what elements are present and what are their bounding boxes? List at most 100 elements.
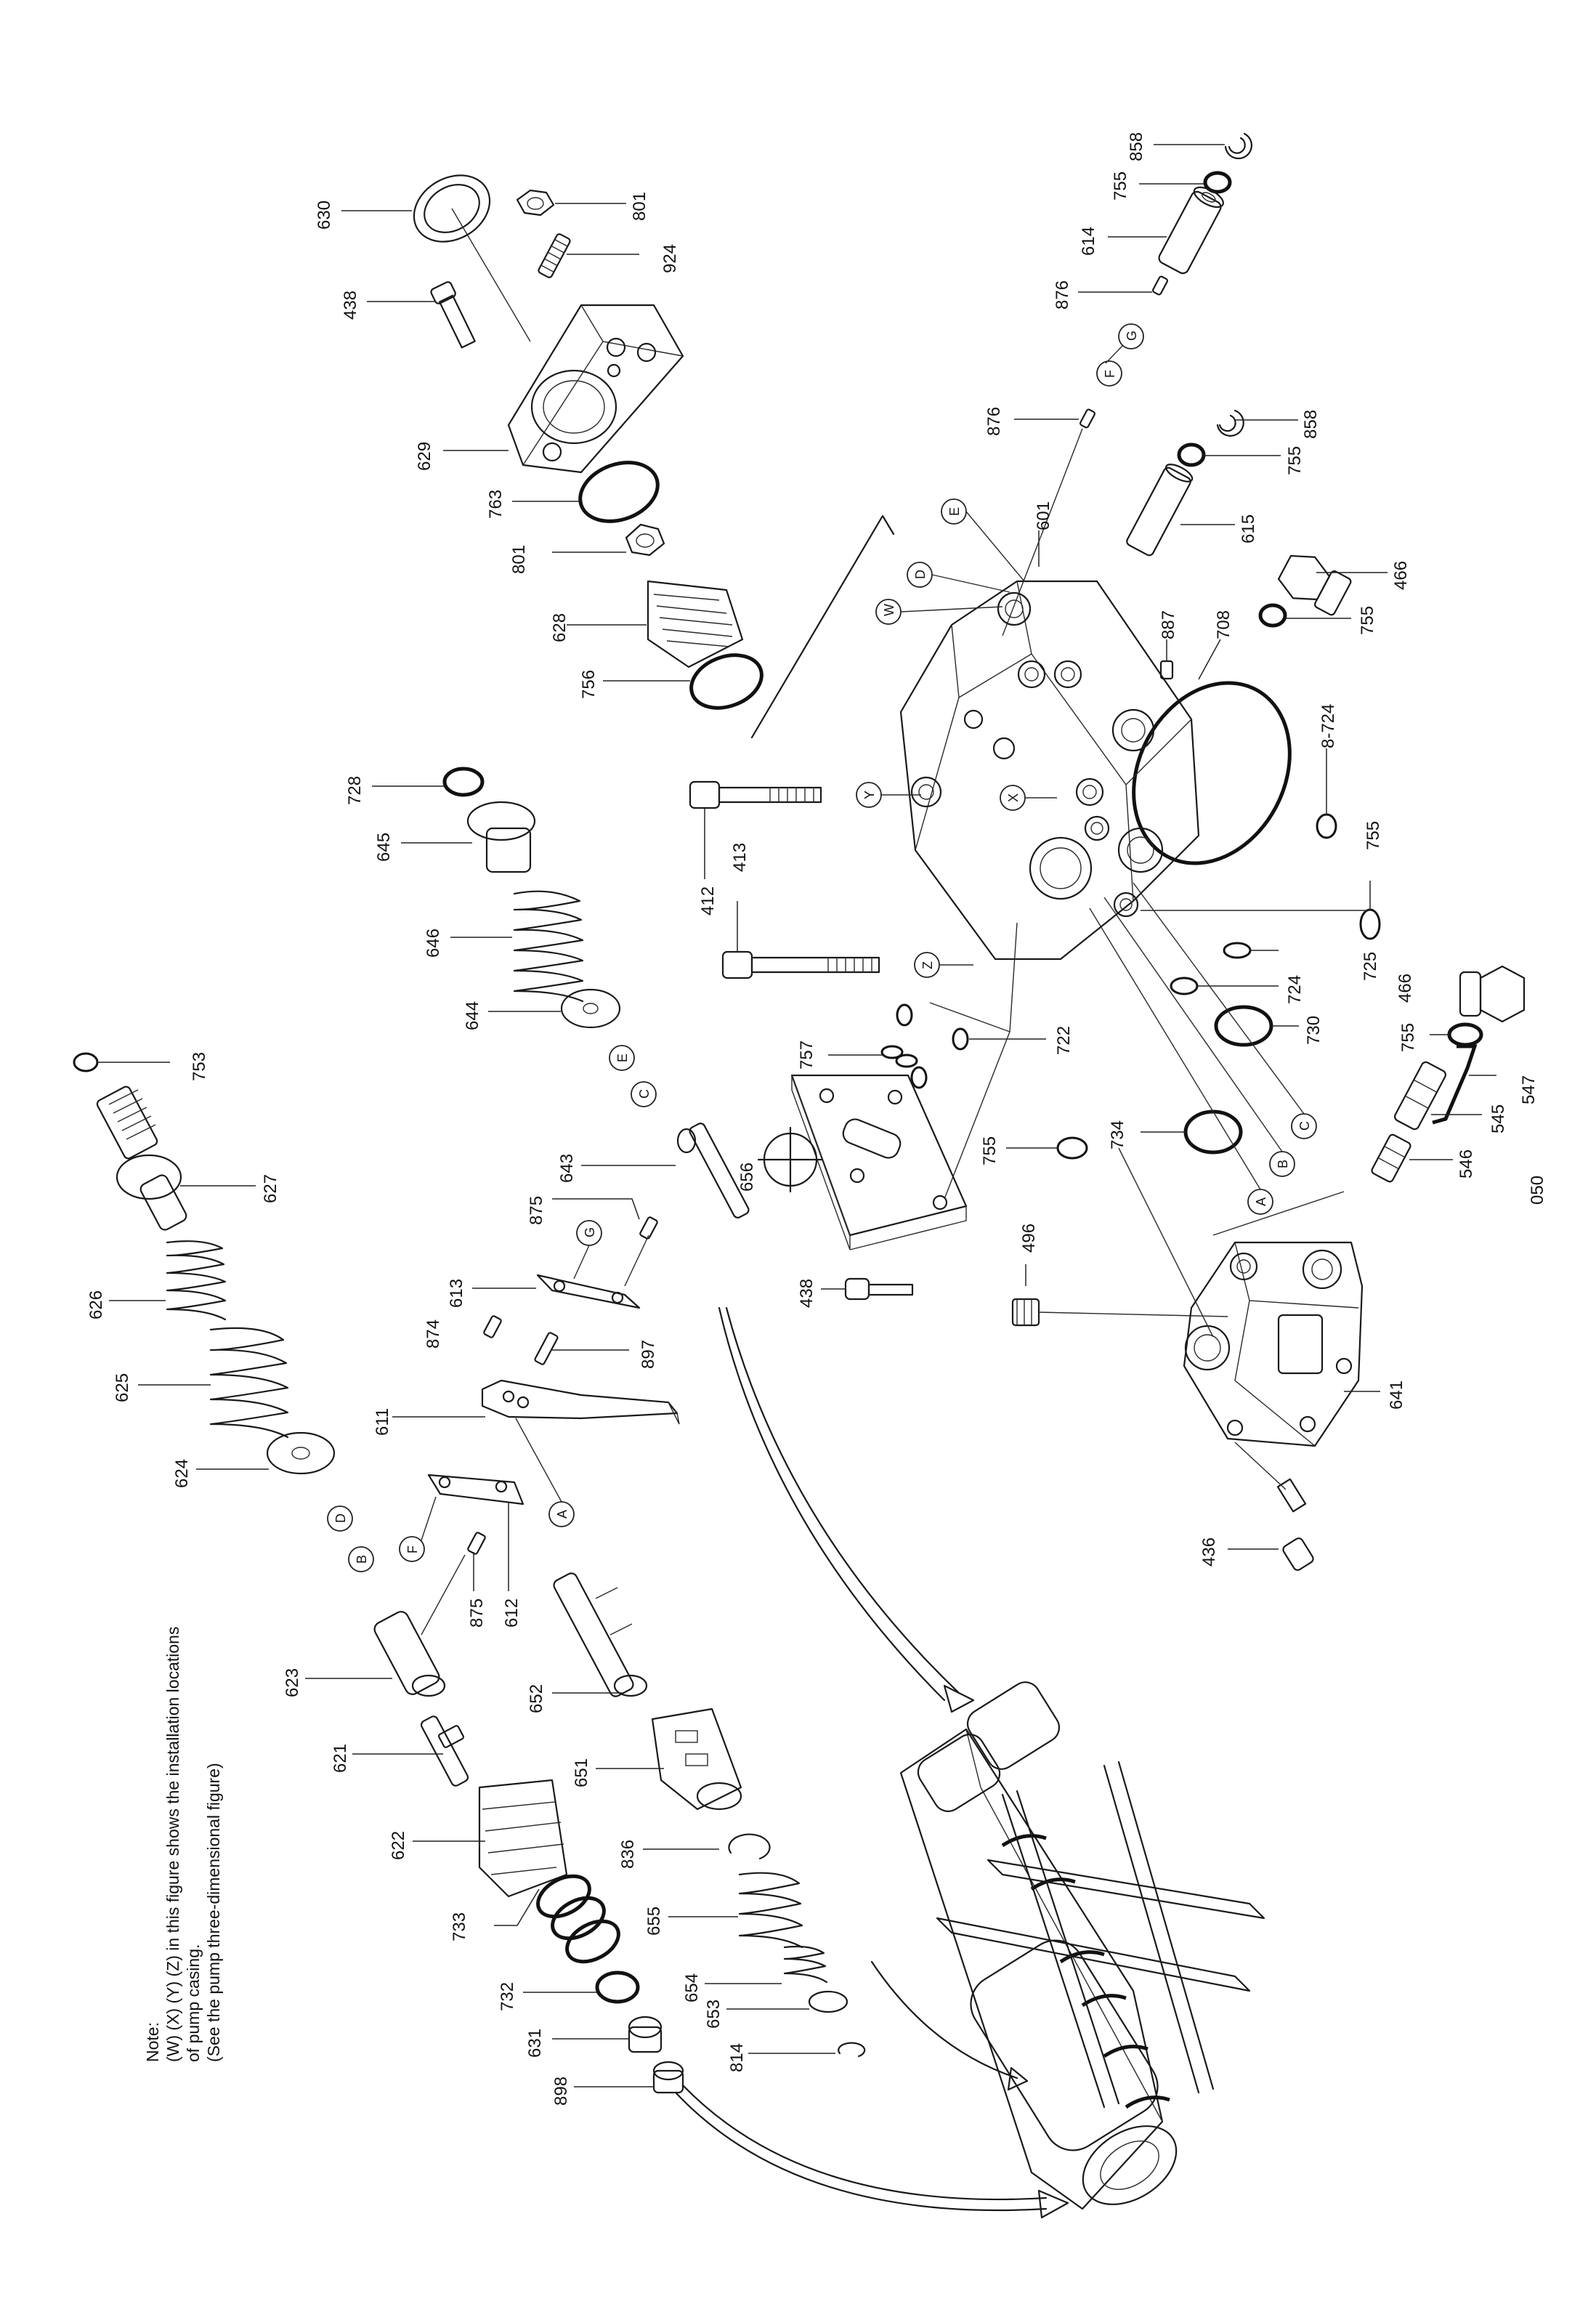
callout-546: 546 [1457, 1149, 1476, 1179]
callout-645: 645 [374, 833, 394, 862]
callout-858-top: 858 [1127, 132, 1146, 161]
note-line-1: (W) (X) (Y) (Z) in this figure shows the… [163, 1627, 182, 2062]
callout-897: 897 [639, 1340, 658, 1369]
plug-645 [466, 801, 536, 873]
bubble-x-label: X [1006, 793, 1021, 802]
leader-875-upper [552, 1198, 640, 1220]
set-screw-924 [538, 233, 571, 278]
callout-413: 413 [730, 843, 750, 872]
o-ring-722-b [952, 1027, 969, 1051]
o-ring-728 [442, 767, 485, 797]
plug-466-lower [1459, 965, 1526, 1023]
bubble-d-mid [327, 1505, 353, 1532]
callout-924: 924 [660, 244, 680, 273]
sleeve-614 [1158, 186, 1224, 275]
o-ring-755-lower-left [1056, 1136, 1088, 1160]
callout-438-top: 438 [341, 291, 360, 320]
callout-755-third: 755 [1358, 606, 1377, 635]
line-d [931, 574, 1010, 593]
callout-725: 725 [1361, 952, 1380, 981]
line-876-to-casing [1002, 428, 1083, 636]
nut-801-top [516, 189, 555, 217]
callout-763: 763 [486, 490, 506, 519]
bubble-f-upper-label: F [1103, 370, 1117, 378]
callout-858-second: 858 [1301, 410, 1321, 439]
bolt-438-top [430, 281, 476, 349]
callout-756: 756 [579, 670, 599, 699]
bubble-g-upper [1118, 323, 1144, 349]
bubble-e-mid [609, 1045, 635, 1071]
callout-412: 412 [698, 886, 718, 915]
sleeve-623 [373, 1611, 446, 1697]
clip-547 [1432, 1044, 1478, 1125]
spring-seat-644 [560, 988, 621, 1029]
callout-755-lower-left: 755 [980, 1136, 1000, 1165]
pilot-piston-621 [420, 1715, 469, 1787]
callout-801-lower: 801 [509, 545, 529, 574]
snap-ring-858-top [1224, 132, 1252, 160]
bubble-g-upper-label: G [1125, 331, 1139, 341]
o-ring-755-second [1177, 442, 1206, 467]
bubble-f-upper [1096, 360, 1122, 387]
o-ring-730 [1214, 1005, 1273, 1047]
callout-755-top: 755 [1111, 171, 1130, 201]
callout-646: 646 [424, 929, 443, 958]
callout-626: 626 [86, 1290, 106, 1319]
line-a [1089, 908, 1261, 1190]
o-ring-757-a [880, 1045, 904, 1059]
o-ring-734 [1183, 1109, 1243, 1155]
callout-631: 631 [525, 2029, 545, 2058]
nut-801-lower [625, 523, 665, 557]
leader-733 [494, 1888, 540, 1926]
rod-643 [676, 1123, 750, 1218]
callout-611: 611 [373, 1408, 392, 1436]
arrow-middle-swoop [870, 1960, 1018, 2079]
callout-732: 732 [498, 1982, 517, 2011]
callout-653: 653 [704, 2000, 724, 2029]
callout-436: 436 [1199, 1537, 1219, 1567]
callout-730: 730 [1304, 1016, 1324, 1045]
lever-611 [481, 1379, 680, 1425]
snap-ring-858-second [1216, 409, 1244, 437]
callout-724: 724 [1285, 975, 1305, 1004]
bubble-c-right-label: C [1297, 1121, 1312, 1131]
bubble-z-label: Z [920, 961, 935, 969]
callout-628: 628 [550, 613, 570, 642]
line-722-group [929, 1002, 1010, 1200]
o-rings-733 [536, 1874, 620, 1964]
bubble-a-mid-label: A [555, 1510, 570, 1519]
arrow-upper-head [943, 1684, 975, 1713]
o-ring-732 [595, 1971, 640, 2004]
line-flange-to-casing [750, 514, 895, 739]
spring-seat-653 [808, 1990, 848, 2013]
callout-875-lower: 875 [467, 1598, 487, 1628]
plug-496 [1011, 1298, 1040, 1327]
callout-641: 641 [1387, 1381, 1406, 1410]
line-c [1133, 882, 1305, 1115]
o-ring-755-third [1258, 603, 1287, 628]
callout-887: 887 [1159, 610, 1178, 639]
callout-601: 601 [1034, 501, 1053, 530]
callout-496: 496 [1019, 1224, 1039, 1253]
line-875-upper [624, 1234, 649, 1287]
pin-875-lower [467, 1532, 486, 1555]
plug-466-upper [1277, 554, 1352, 616]
assembled-view [899, 1681, 1265, 2210]
spring-625 [209, 1327, 289, 1439]
pin-875-upper [639, 1216, 658, 1240]
figure-code: 050 [1528, 1176, 1547, 1205]
callout-629: 629 [415, 442, 434, 471]
bubble-e-mid-label: E [615, 1054, 630, 1062]
callout-615: 615 [1239, 514, 1258, 543]
callout-545: 545 [1488, 1104, 1508, 1133]
spring-646 [513, 890, 584, 1003]
callout-801-top: 801 [630, 192, 649, 221]
sleeve-651 [651, 1707, 742, 1811]
o-ring-724 [1170, 977, 1199, 995]
callout-8-724: 8-724 [1318, 704, 1338, 748]
callout-652: 652 [527, 1684, 546, 1713]
callout-614: 614 [1079, 227, 1098, 256]
o-ring-757-b [895, 1054, 918, 1068]
plug-631 [628, 2016, 663, 2053]
bubble-b-mid [348, 1546, 374, 1572]
